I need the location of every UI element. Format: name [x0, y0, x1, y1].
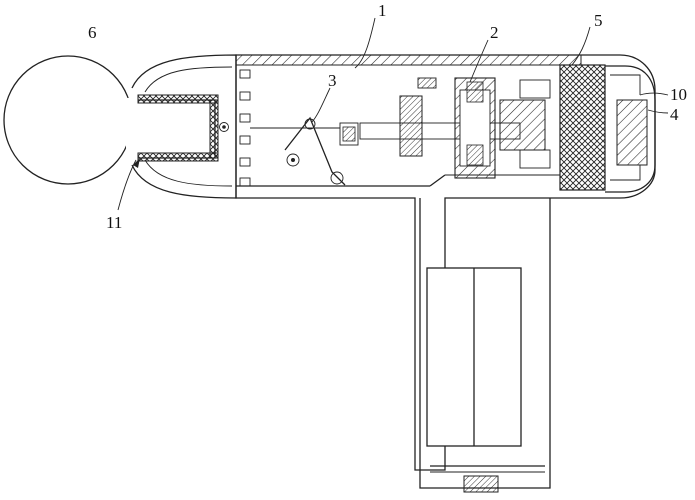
lever-mechanism [250, 116, 359, 186]
label-4: 4 [670, 105, 679, 124]
massage-head [3, 55, 142, 185]
label-3: 3 [328, 71, 337, 90]
rear-cap [559, 64, 656, 193]
leader-lines [117, 17, 669, 211]
label-6: 6 [88, 23, 97, 42]
front-cup [131, 54, 237, 199]
label-5: 5 [594, 11, 603, 30]
vent-slots [239, 69, 251, 187]
label-10: 10 [670, 85, 687, 104]
handle [419, 198, 551, 493]
motor-assembly [359, 77, 551, 179]
label-11: 11 [106, 213, 122, 232]
label-2: 2 [490, 23, 499, 42]
label-1: 1 [378, 1, 387, 20]
head-connector [137, 94, 229, 162]
reference-numerals: 1 2 3 5 6 10 4 11 [88, 1, 687, 232]
